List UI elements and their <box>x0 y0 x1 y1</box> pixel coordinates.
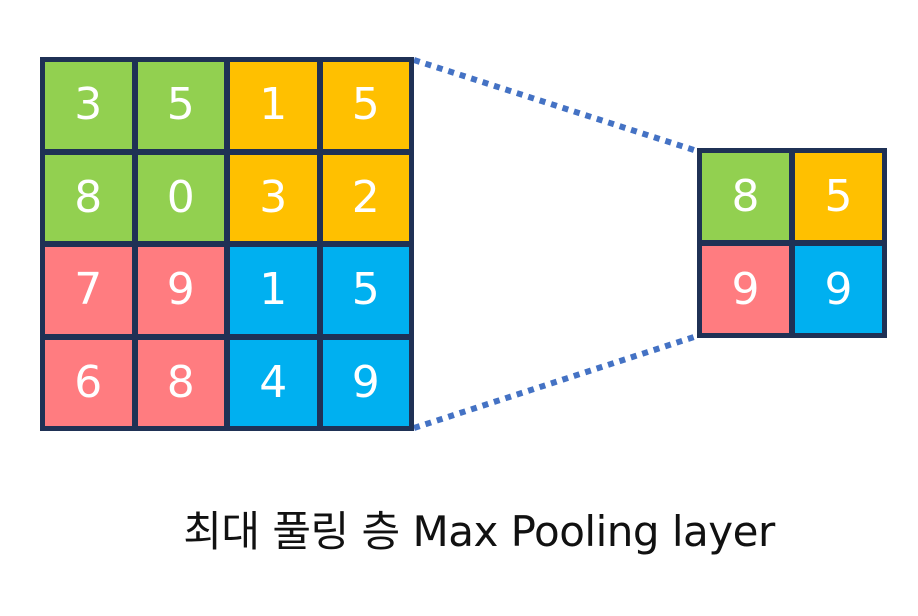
connector-bottom-line <box>413 333 698 431</box>
input-cell-r2-c3: 3 <box>230 154 317 241</box>
input-cell-r2-c1: 8 <box>45 154 132 241</box>
output-cell-r2-c1: 9 <box>702 246 789 333</box>
input-cell-r1-c1: 3 <box>45 62 132 149</box>
input-cell-r1-c2: 5 <box>137 62 224 149</box>
output-cell-r1-c2: 5 <box>795 153 882 240</box>
input-cell-r4-c1: 6 <box>45 339 132 426</box>
connector-top-line <box>413 57 698 154</box>
input-cell-r4-c2: 8 <box>137 339 224 426</box>
input-cell-r3-c3: 1 <box>230 247 317 334</box>
input-cell-r2-c2: 0 <box>137 154 224 241</box>
input-cell-r2-c4: 2 <box>322 154 409 241</box>
input-cell-r4-c4: 9 <box>322 339 409 426</box>
input-cell-r4-c3: 4 <box>230 339 317 426</box>
output-cell-r2-c2: 9 <box>795 246 882 333</box>
output-cell-r1-c1: 8 <box>702 153 789 240</box>
input-cell-r1-c3: 1 <box>230 62 317 149</box>
input-cell-r3-c2: 9 <box>137 247 224 334</box>
input-cell-r3-c4: 5 <box>322 247 409 334</box>
input-cell-r3-c1: 7 <box>45 247 132 334</box>
input-cell-r1-c4: 5 <box>322 62 409 149</box>
diagram-caption: 최대 풀링 층 Max Pooling layer <box>183 507 775 556</box>
